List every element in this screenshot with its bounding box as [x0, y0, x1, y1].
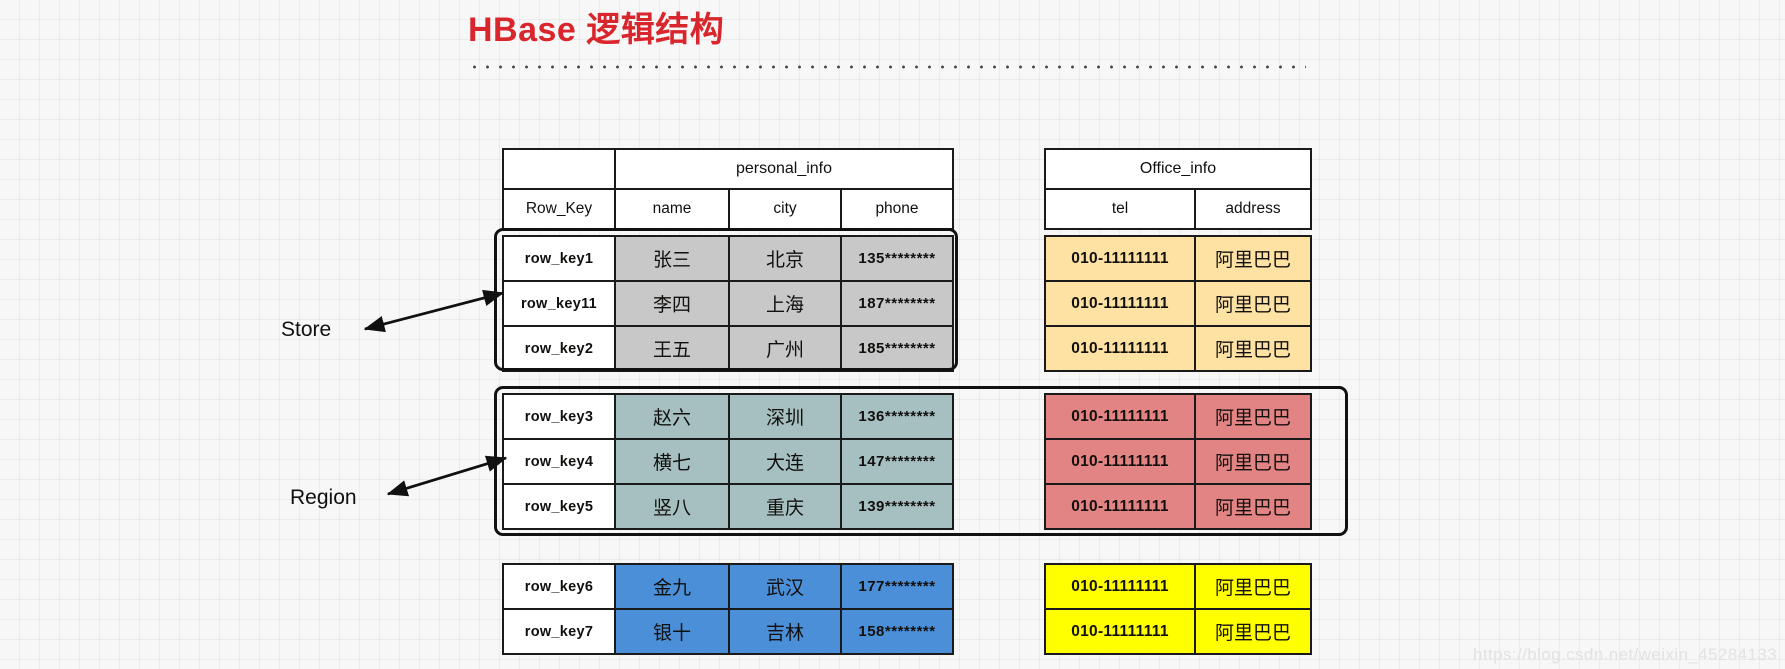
left-group-store: row_key1 张三 北京 135******** row_key11 李四 …	[502, 235, 954, 372]
cell-name: 赵六	[614, 393, 730, 440]
cell-address: 阿里巴巴	[1194, 235, 1312, 282]
right-group-yellow: 010-11111111 阿里巴巴 010-11111111 阿里巴巴	[1044, 563, 1312, 655]
cell-address: 阿里巴巴	[1194, 393, 1312, 440]
cell-phone: 136********	[840, 393, 954, 440]
title-dotted-underline	[468, 65, 1306, 70]
cell-tel: 010-11111111	[1044, 393, 1196, 440]
cell-row-key: row_key2	[502, 325, 616, 372]
cell-row-key: row_key5	[502, 483, 616, 530]
cell-tel: 010-11111111	[1044, 235, 1196, 282]
left-header-empty-cell	[502, 148, 616, 190]
right-group-red: 010-11111111 阿里巴巴 010-11111111 阿里巴巴 010-…	[1044, 393, 1312, 530]
table-row: Row_Key name city phone	[502, 188, 954, 230]
cell-address: 阿里巴巴	[1194, 563, 1312, 610]
column-header-tel: tel	[1044, 188, 1196, 230]
column-family-personal-info: personal_info	[614, 148, 954, 190]
cell-address: 阿里巴巴	[1194, 325, 1312, 372]
cell-name: 银十	[614, 608, 730, 655]
table-row: row_key2 王五 广州 185********	[502, 325, 954, 372]
table-row: row_key7 银十 吉林 158********	[502, 608, 954, 655]
cell-row-key: row_key1	[502, 235, 616, 282]
cell-tel: 010-11111111	[1044, 563, 1196, 610]
title-block: HBase 逻辑结构	[468, 11, 1306, 70]
cell-address: 阿里巴巴	[1194, 280, 1312, 327]
cell-phone: 135********	[840, 235, 954, 282]
table-row: row_key3 赵六 深圳 136********	[502, 393, 954, 440]
cell-city: 上海	[728, 280, 842, 327]
column-header-row-key: Row_Key	[502, 188, 616, 230]
region-arrow	[386, 455, 508, 497]
cell-phone: 177********	[840, 563, 954, 610]
cell-name: 竖八	[614, 483, 730, 530]
cell-address: 阿里巴巴	[1194, 608, 1312, 655]
cell-phone: 147********	[840, 438, 954, 485]
cell-city: 深圳	[728, 393, 842, 440]
cell-phone: 139********	[840, 483, 954, 530]
column-header-address: address	[1194, 188, 1312, 230]
cell-phone: 187********	[840, 280, 954, 327]
cell-city: 大连	[728, 438, 842, 485]
table-row: 010-11111111 阿里巴巴	[1044, 325, 1312, 372]
cell-city: 吉林	[728, 608, 842, 655]
annotation-label-region: Region	[290, 486, 357, 509]
cell-name: 金九	[614, 563, 730, 610]
cell-tel: 010-11111111	[1044, 438, 1196, 485]
table-row: Office_info	[1044, 148, 1312, 190]
table-row: row_key6 金九 武汉 177********	[502, 563, 954, 610]
table-row: row_key1 张三 北京 135********	[502, 235, 954, 282]
cell-row-key: row_key6	[502, 563, 616, 610]
cell-tel: 010-11111111	[1044, 483, 1196, 530]
cell-phone: 185********	[840, 325, 954, 372]
column-family-office-info: Office_info	[1044, 148, 1312, 190]
cell-name: 横七	[614, 438, 730, 485]
column-header-name: name	[614, 188, 730, 230]
csdn-watermark: https://blog.csdn.net/weixin_45284133	[1472, 645, 1777, 664]
table-row: 010-11111111 阿里巴巴	[1044, 235, 1312, 282]
cell-row-key: row_key7	[502, 608, 616, 655]
column-header-phone: phone	[840, 188, 954, 230]
cell-row-key: row_key3	[502, 393, 616, 440]
left-group-region: row_key3 赵六 深圳 136******** row_key4 横七 大…	[502, 393, 954, 530]
table-row: 010-11111111 阿里巴巴	[1044, 483, 1312, 530]
store-arrow	[363, 289, 505, 333]
table-row: 010-11111111 阿里巴巴	[1044, 438, 1312, 485]
table-row: row_key11 李四 上海 187********	[502, 280, 954, 327]
cell-row-key: row_key4	[502, 438, 616, 485]
table-row: 010-11111111 阿里巴巴	[1044, 280, 1312, 327]
cell-tel: 010-11111111	[1044, 608, 1196, 655]
cell-address: 阿里巴巴	[1194, 483, 1312, 530]
cell-tel: 010-11111111	[1044, 280, 1196, 327]
table-row: 010-11111111 阿里巴巴	[1044, 393, 1312, 440]
cell-city: 广州	[728, 325, 842, 372]
table-row: personal_info	[502, 148, 954, 190]
right-table-header: Office_info tel address	[1044, 148, 1312, 230]
cell-address: 阿里巴巴	[1194, 438, 1312, 485]
left-table-header: personal_info Row_Key name city phone	[502, 148, 954, 230]
cell-city: 重庆	[728, 483, 842, 530]
column-header-city: city	[728, 188, 842, 230]
annotation-label-store: Store	[281, 318, 332, 341]
table-row: row_key4 横七 大连 147********	[502, 438, 954, 485]
table-row: tel address	[1044, 188, 1312, 230]
right-group-orange: 010-11111111 阿里巴巴 010-11111111 阿里巴巴 010-…	[1044, 235, 1312, 372]
cell-name: 李四	[614, 280, 730, 327]
table-row: 010-11111111 阿里巴巴	[1044, 563, 1312, 610]
cell-city: 武汉	[728, 563, 842, 610]
cell-name: 王五	[614, 325, 730, 372]
table-row: row_key5 竖八 重庆 139********	[502, 483, 954, 530]
cell-phone: 158********	[840, 608, 954, 655]
cell-name: 张三	[614, 235, 730, 282]
cell-tel: 010-11111111	[1044, 325, 1196, 372]
page-title: HBase 逻辑结构	[468, 11, 725, 49]
left-group-blue: row_key6 金九 武汉 177******** row_key7 银十 吉…	[502, 563, 954, 655]
table-row: 010-11111111 阿里巴巴	[1044, 608, 1312, 655]
cell-row-key: row_key11	[502, 280, 616, 327]
cell-city: 北京	[728, 235, 842, 282]
